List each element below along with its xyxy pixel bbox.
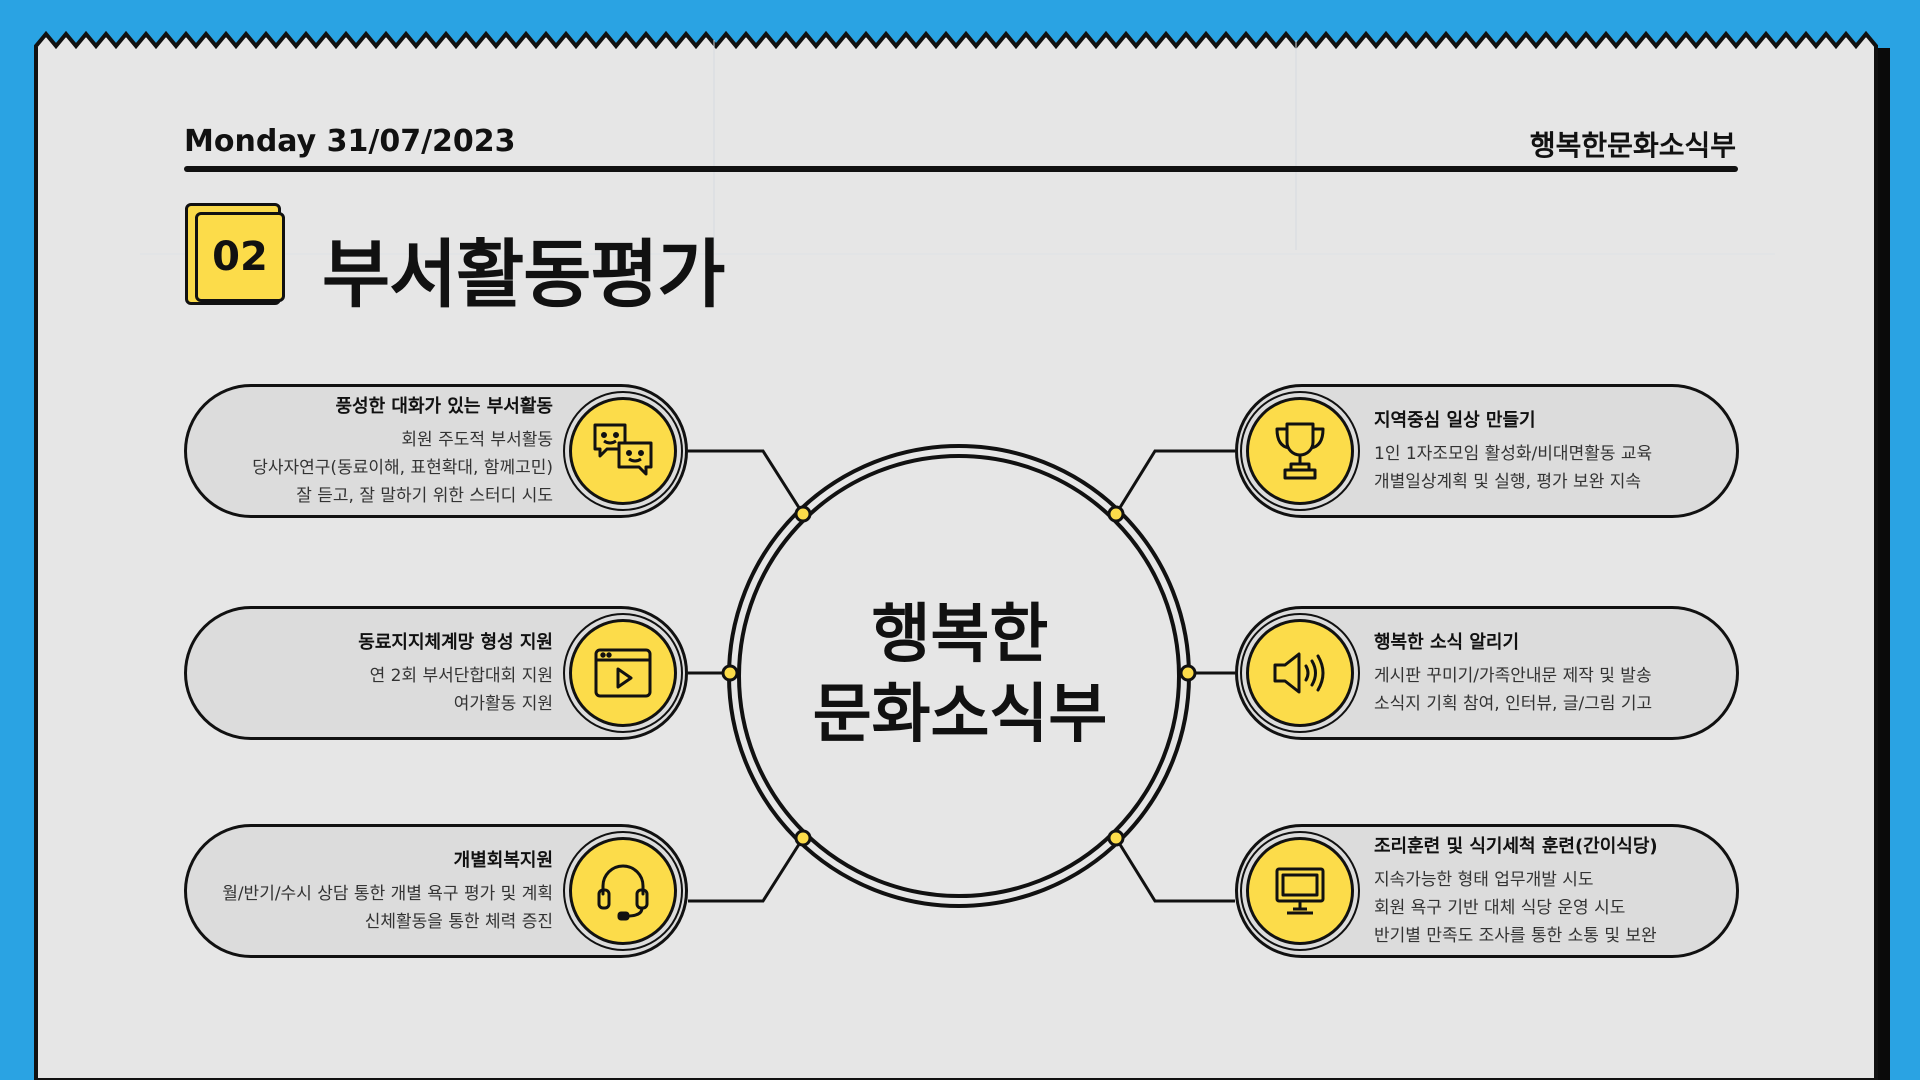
icon-ring <box>563 391 683 511</box>
card-line: 월/반기/수시 상담 통한 개별 욕구 평가 및 계획 <box>222 884 553 904</box>
connector-left-top <box>688 449 805 515</box>
dot-left-top <box>794 505 812 523</box>
card-line: 1인 1자조모임 활성화/비대면활동 교육 <box>1374 444 1653 464</box>
card-text: 행복한 소식 알리기 게시판 꾸미기/가족안내문 제작 및 발송 소식지 기획 … <box>1374 609 1652 737</box>
activity-card-left-1: 풍성한 대화가 있는 부서활동 회원 주도적 부서활동 당사자연구(동료이해, … <box>184 384 688 518</box>
card-title: 조리훈련 및 식기세척 훈련(간이식당) <box>1374 836 1658 857</box>
dot-right-top <box>1107 505 1125 523</box>
connector-right-top <box>1114 449 1235 515</box>
dot-right-bottom <box>1107 829 1125 847</box>
header-date: Monday 31/07/2023 <box>184 124 516 159</box>
icon-ring <box>1240 831 1360 951</box>
connector-left-bottom <box>688 837 805 903</box>
monitor-icon <box>1246 837 1354 945</box>
card-line: 개별일상계획 및 실행, 평가 보완 지속 <box>1374 472 1642 492</box>
center-title-line1: 행복한 <box>871 598 1049 672</box>
card-text: 지역중심 일상 만들기 1인 1자조모임 활성화/비대면활동 교육 개별일상계획… <box>1374 387 1652 515</box>
video-player-icon <box>569 619 677 727</box>
card-line: 연 2회 부서단합대회 지원 <box>369 666 553 686</box>
card-line: 여가활동 지원 <box>453 694 553 714</box>
card-line: 신체활동을 통한 체력 증진 <box>364 912 553 932</box>
icon-ring <box>1240 613 1360 733</box>
header-divider <box>184 166 1738 172</box>
card-line: 잘 듣고, 잘 말하기 위한 스터디 시도 <box>296 486 553 506</box>
header-brand: 행복한문화소식부 <box>1529 129 1736 162</box>
trophy-icon <box>1246 397 1354 505</box>
center-title-line2: 문화소식부 <box>812 678 1108 752</box>
card-text: 풍성한 대화가 있는 부서활동 회원 주도적 부서활동 당사자연구(동료이해, … <box>252 387 553 515</box>
card-line: 회원 주도적 부서활동 <box>401 430 553 450</box>
dot-left-bottom <box>794 829 812 847</box>
card-line: 반기별 만족도 조사를 통한 소통 및 보완 <box>1374 926 1657 946</box>
card-title: 개별회복지원 <box>453 850 553 871</box>
card-title: 지역중심 일상 만들기 <box>1374 410 1536 431</box>
card-title: 행복한 소식 알리기 <box>1374 632 1520 653</box>
card-line: 지속가능한 형태 업무개발 시도 <box>1374 870 1594 890</box>
activity-card-left-2: 동료지지체계망 형성 지원 연 2회 부서단합대회 지원 여가활동 지원 <box>184 606 688 740</box>
card-line: 소식지 기획 참여, 인터뷰, 글/그림 기고 <box>1374 694 1653 714</box>
card-line: 게시판 꾸미기/가족안내문 제작 및 발송 <box>1374 666 1652 686</box>
card-text: 동료지지체계망 형성 지원 연 2회 부서단합대회 지원 여가활동 지원 <box>358 609 553 737</box>
page-title: 부서활동평가 <box>322 232 725 318</box>
headset-icon <box>569 837 677 945</box>
card-text: 개별회복지원 월/반기/수시 상담 통한 개별 욕구 평가 및 계획 신체활동을… <box>222 827 553 955</box>
connector-right-bottom <box>1114 837 1235 903</box>
icon-ring <box>1240 391 1360 511</box>
card-title: 동료지지체계망 형성 지원 <box>358 632 553 653</box>
dot-right-mid <box>1179 664 1197 682</box>
dot-left-mid <box>721 664 739 682</box>
icon-ring <box>563 831 683 951</box>
card-text: 조리훈련 및 식기세척 훈련(간이식당) 지속가능한 형태 업무개발 시도 회원… <box>1374 827 1658 955</box>
speaker-icon <box>1246 619 1354 727</box>
connector-dots <box>721 505 1197 847</box>
center-inner-circle <box>737 454 1181 898</box>
activity-card-right-2: 행복한 소식 알리기 게시판 꾸미기/가족안내문 제작 및 발송 소식지 기획 … <box>1235 606 1739 740</box>
chat-bubbles-icon <box>569 397 677 505</box>
card-title: 풍성한 대화가 있는 부서활동 <box>335 396 553 417</box>
card-line: 당사자연구(동료이해, 표현확대, 함께고민) <box>252 458 553 478</box>
connector-lines <box>688 449 1235 903</box>
center-title: 행복한 문화소식부 <box>760 595 1160 755</box>
card-line: 회원 욕구 기반 대체 식당 운영 시도 <box>1374 898 1626 918</box>
activity-card-right-3: 조리훈련 및 식기세척 훈련(간이식당) 지속가능한 형태 업무개발 시도 회원… <box>1235 824 1739 958</box>
activity-card-right-1: 지역중심 일상 만들기 1인 1자조모임 활성화/비대면활동 교육 개별일상계획… <box>1235 384 1739 518</box>
icon-ring <box>563 613 683 733</box>
activity-card-left-3: 개별회복지원 월/반기/수시 상담 통한 개별 욕구 평가 및 계획 신체활동을… <box>184 824 688 958</box>
section-number-badge: 02 <box>195 212 285 302</box>
